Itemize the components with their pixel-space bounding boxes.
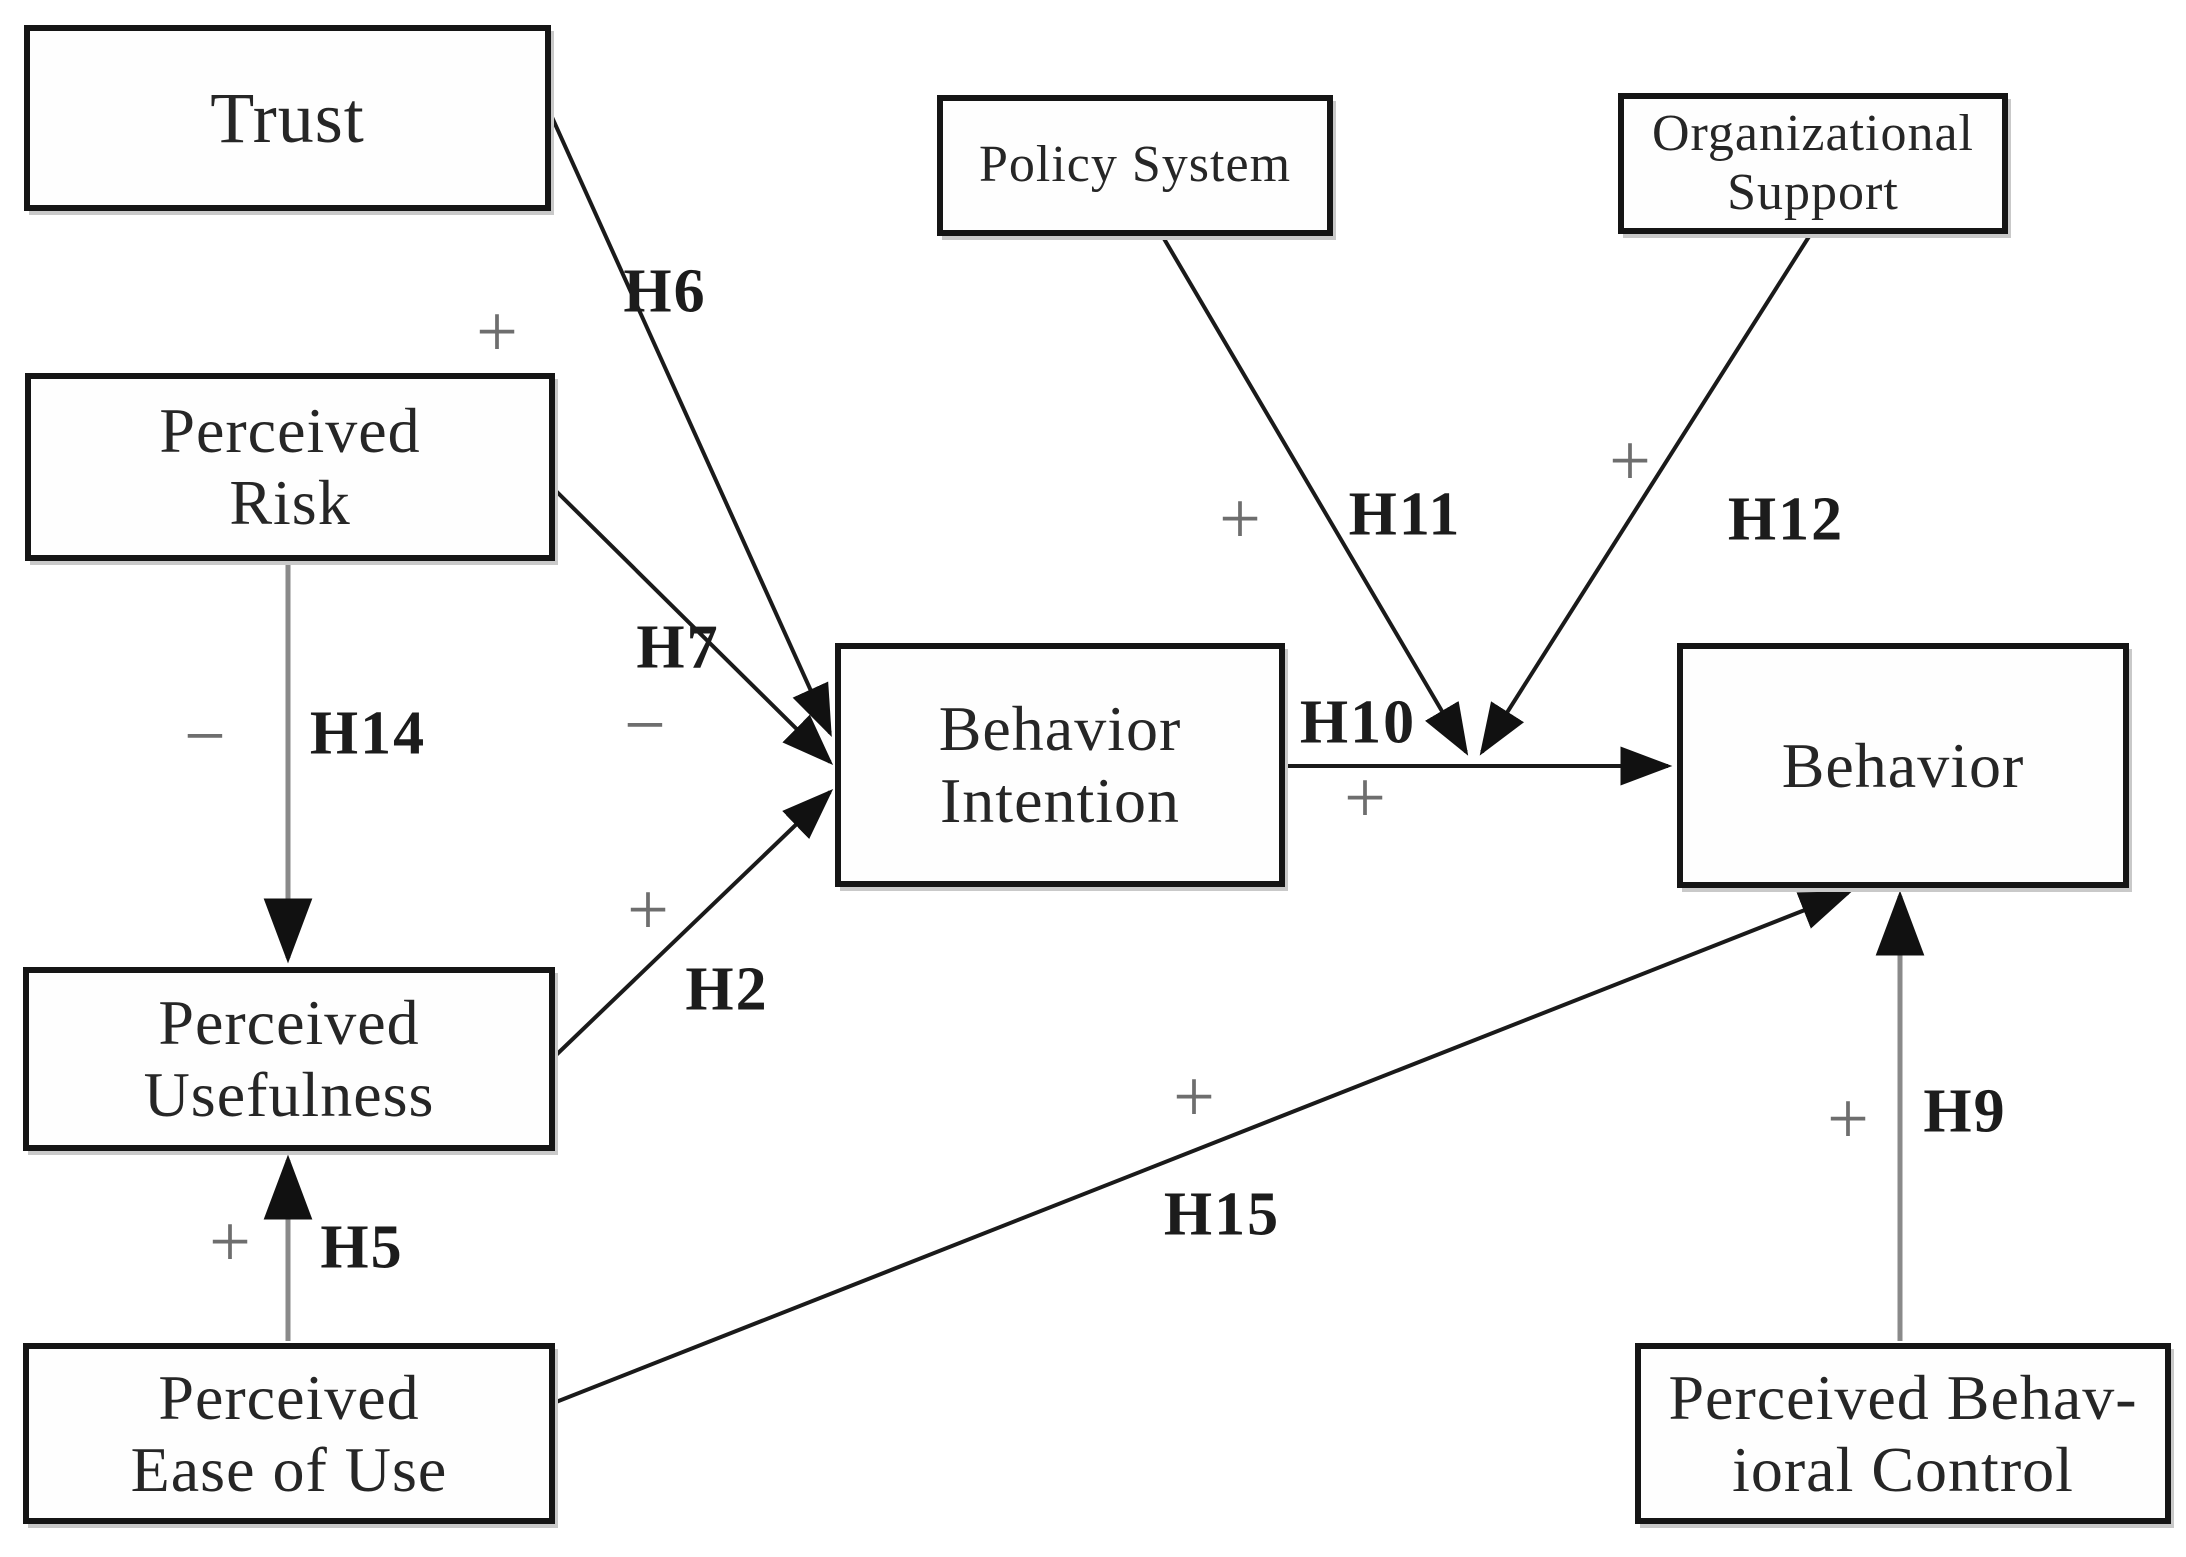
node-perceived-ease-of-use: Perceived Ease of Use [23,1343,555,1524]
h7-label: H7 [636,613,720,682]
h11-sign: + [1219,478,1261,561]
arrow-h15 [555,891,1853,1404]
arrow-h12 [1479,233,1812,756]
h15-label: H15 [1163,1180,1281,1249]
node-policy-system-label: Policy System [978,136,1292,194]
h5-label: H5 [320,1213,404,1282]
node-organizational-support: Organizational Support [1618,93,2008,234]
node-behavior-intention-label: Behavior Intention [938,693,1182,836]
node-behavior: Behavior [1677,643,2129,888]
h7-sign: − [624,684,666,767]
h2-sign: + [627,869,669,952]
node-organizational-support-label: Organizational Support [1651,105,1975,221]
h9-label: H9 [1923,1077,2007,1146]
node-trust: Trust [24,25,551,211]
node-behavior-label: Behavior [1781,729,2025,801]
arrow-h11 [1161,235,1469,756]
node-policy-system: Policy System [937,95,1333,236]
node-perceived-risk: Perceived Risk [25,373,555,561]
h12-sign: + [1609,420,1651,503]
node-perceived-behavioral-control: Perceived Behav- ioral Control [1635,1343,2171,1524]
h5-sign: + [209,1201,251,1284]
arrow-h7 [553,488,834,766]
node-perceived-risk-label: Perceived Risk [159,395,421,538]
h2-label: H2 [685,955,769,1024]
node-perceived-usefulness-label: Perceived Usefulness [143,987,435,1130]
node-perceived-usefulness: Perceived Usefulness [23,967,555,1151]
h14-sign: − [184,695,226,778]
h6-label: H6 [623,257,707,326]
h12-label: H12 [1727,485,1845,554]
h10-label: H10 [1299,688,1417,757]
h11-label: H11 [1348,480,1462,549]
h14-label: H14 [309,699,427,768]
node-behavior-intention: Behavior Intention [835,643,1285,887]
node-perceived-ease-of-use-label: Perceived Ease of Use [130,1361,448,1505]
node-perceived-behavioral-control-label: Perceived Behav- ioral Control [1668,1361,2138,1505]
h9-sign: + [1827,1078,1869,1161]
h15-sign: + [1173,1056,1215,1139]
arrow-h6 [549,114,832,737]
node-trust-label: Trust [210,77,365,158]
arrow-h2 [551,788,834,1060]
h10-sign: + [1344,757,1386,840]
h6-sign: + [476,291,518,374]
